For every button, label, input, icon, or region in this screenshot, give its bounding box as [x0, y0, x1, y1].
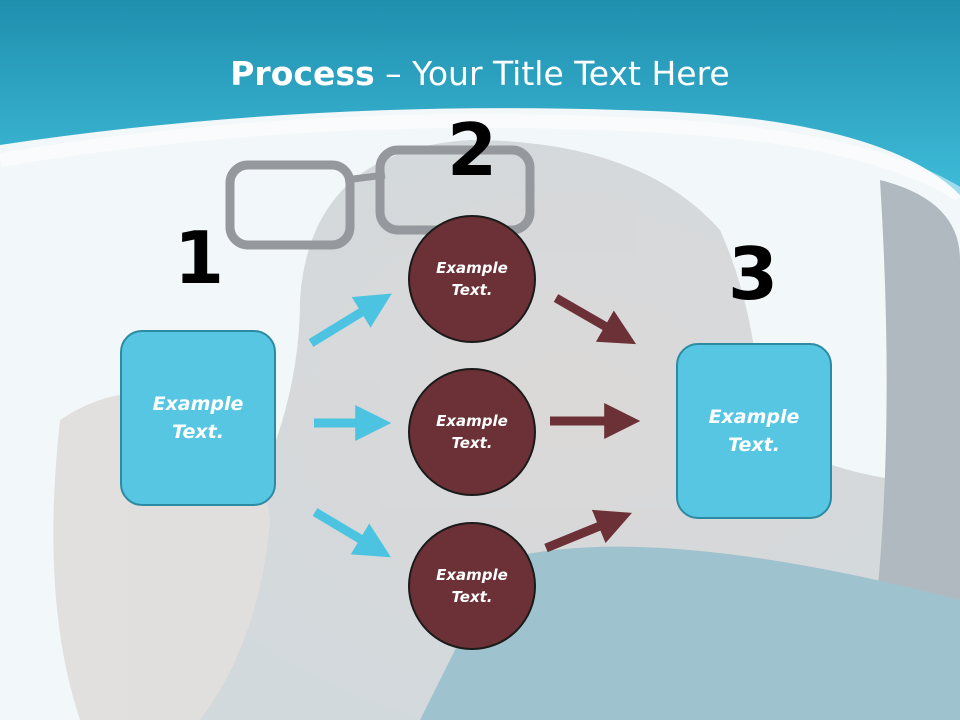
step-number-3: 3 [727, 232, 779, 316]
step-2-circle-middle: Example Text. [408, 368, 536, 496]
title-bold: Process [230, 54, 375, 93]
faded-photo [53, 140, 960, 720]
header-band [0, 0, 960, 195]
step-2-circle-middle-text: Example Text. [436, 411, 508, 453]
title-rest: – Your Title Text Here [374, 54, 730, 93]
step-2-circle-bottom: Example Text. [408, 522, 536, 650]
step-3-box: Example Text. [676, 343, 832, 519]
step-1-text: Example Text. [152, 392, 244, 444]
step-2-circle-bottom-text: Example Text. [436, 565, 508, 607]
arrow-2-bottom-to-3 [544, 509, 632, 553]
step-number-1: 1 [173, 216, 225, 300]
arrow-1-to-2-bottom [312, 508, 391, 558]
arrow-1-to-2-top [308, 293, 392, 347]
header-swoosh [0, 113, 960, 201]
slide-title: Process – Your Title Text Here [0, 54, 960, 93]
step-2-circle-top: Example Text. [408, 215, 536, 343]
step-1-box: Example Text. [120, 330, 276, 506]
step-3-text: Example Text. [708, 405, 800, 457]
arrow-2-top-to-3 [553, 294, 637, 345]
step-2-circle-top-text: Example Text. [436, 258, 508, 300]
step-number-2: 2 [446, 108, 498, 192]
